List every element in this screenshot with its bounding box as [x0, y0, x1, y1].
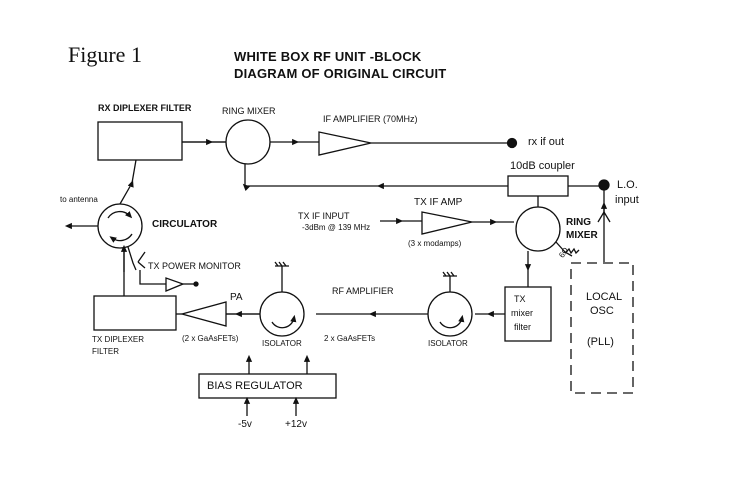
ring-mixer-top	[225, 119, 271, 165]
circulator-label: CIRCULATOR	[152, 219, 218, 230]
supply-pos-label: +12v	[285, 419, 307, 430]
figure-label: Figure 1	[68, 42, 142, 67]
pa-parts-label: (2 x GaAsFETs)	[182, 334, 239, 343]
lo-input-label: input	[615, 194, 639, 206]
tx-mixer-filter-label-1: TX	[514, 294, 526, 304]
rx-if-out-terminal	[506, 137, 518, 149]
bias-regulator-label: BIAS REGULATOR	[207, 380, 303, 392]
tx-power-monitor-amp	[165, 277, 185, 292]
ring-mixer-right	[515, 206, 561, 252]
tx-mixer-filter-label-2: mixer	[511, 308, 533, 318]
tx-diplexer-filter-box	[93, 295, 177, 331]
isolator-left-label: ISOLATOR	[262, 339, 302, 348]
tx-if-amp-triangle	[421, 211, 473, 235]
diagram-title-line1: WHITE BOX RF UNIT -BLOCK	[234, 49, 422, 64]
tx-if-amp-label: TX IF AMP	[414, 197, 463, 208]
pa-triangle	[179, 301, 227, 327]
rx-diplexer-filter-box	[97, 121, 183, 161]
coupler-to-mixer-line	[242, 164, 508, 191]
coupler-label: 10dB coupler	[510, 160, 575, 172]
if-amplifier-label: IF AMPLIFIER (70MHz)	[323, 114, 418, 124]
tx-power-monitor-label: TX POWER MONITOR	[148, 261, 241, 271]
tx-mixer-filter-label-3: filter	[514, 322, 532, 332]
local-osc-label-2: OSC	[590, 305, 614, 317]
lo-label: L.O.	[617, 179, 638, 191]
ring-mixer-top-label: RING MIXER	[222, 106, 276, 116]
local-osc-label-1: LOCAL	[586, 291, 623, 303]
to-antenna-label: to antenna	[60, 195, 98, 204]
diagram-title-line2: DIAGRAM OF ORIGINAL CIRCUIT	[234, 66, 447, 81]
if-amplifier-triangle	[318, 131, 372, 156]
local-osc-box	[570, 262, 634, 394]
rf-amplifier-label: RF AMPLIFIER	[332, 286, 394, 296]
tx-diplexer-label-2: FILTER	[92, 347, 119, 356]
pa-label: PA	[230, 292, 243, 303]
tx-diplexer-label-1: TX DIPLEXER	[92, 335, 145, 344]
lo-terminal	[598, 179, 610, 191]
tx-if-input-label: TX IF INPUT	[298, 211, 350, 221]
circulator	[97, 203, 143, 249]
rx-if-out-label: rx if out	[528, 136, 565, 148]
rf-amp-parts-label: 2 x GaAsFETs	[324, 334, 376, 343]
ring-mixer-right-label-2: MIXER	[566, 230, 598, 241]
coupler-box	[507, 175, 569, 197]
isolator-left	[259, 291, 305, 337]
isolator-right-label: ISOLATOR	[428, 339, 468, 348]
rx-diplexer-label: RX DIPLEXER FILTER	[98, 103, 192, 113]
supply-neg-label: -5v	[238, 419, 252, 430]
tx-if-amp-parts-label: (3 x modamps)	[408, 239, 462, 248]
bias-regulator-box	[198, 373, 337, 399]
ring-mixer-right-label-1: RING	[566, 217, 591, 228]
tx-if-level-label: -3dBm @ 139 MHz	[302, 223, 371, 232]
local-osc-label-3: (PLL)	[587, 336, 614, 348]
isolator-right	[427, 291, 473, 337]
